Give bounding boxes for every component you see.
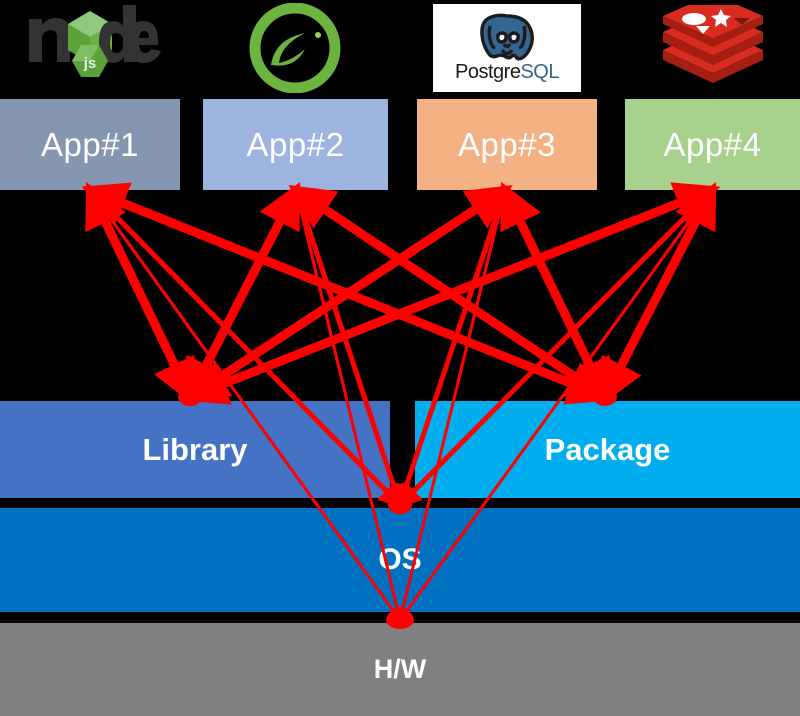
dependency-arrow-reverse (85, 181, 140, 286)
dependency-arrow-reverse (570, 187, 714, 385)
dependency-arrow-reverse (659, 182, 717, 286)
dependency-arrow-reverse (291, 187, 345, 384)
redis-logo-art (662, 4, 763, 83)
dependency-arrow-reverse (81, 182, 324, 288)
nodejs-logo: js (0, 0, 180, 95)
dependency-arrow (85, 188, 195, 406)
postgresql-wordmark-dark: Postgre (455, 61, 521, 83)
dependency-arrow (181, 185, 714, 405)
dependency-arrow (182, 186, 508, 402)
postgresql-logo-card: PostgreSQL (433, 3, 581, 92)
app-box-label: App#1 (41, 125, 139, 163)
app-box-app1[interactable]: App#1 (0, 99, 180, 190)
layer-bar-label: Library (142, 431, 248, 467)
app-box-label: App#3 (458, 125, 556, 163)
dependency-arrow (293, 186, 613, 403)
redis-logo (625, 0, 800, 95)
dependency-arrow-reverse (360, 185, 513, 287)
svg-text:js: js (83, 55, 97, 72)
technology-logo-row: js (0, 0, 800, 95)
postgresql-logo: PostgreSQL (417, 0, 597, 95)
spring-logo (203, 0, 388, 95)
layer-bar-package[interactable]: Package (415, 401, 800, 498)
spring-logo-art (249, 2, 341, 93)
dependency-arrow-reverse (288, 184, 438, 287)
app-box-app2[interactable]: App#2 (203, 99, 388, 190)
layer-bar-library[interactable]: Library (0, 401, 390, 498)
dependency-arrow-reverse (86, 186, 232, 334)
dependency-arrow-reverse (500, 181, 555, 286)
dependency-arrow (600, 187, 716, 405)
dependency-arrow (500, 188, 610, 406)
app-box-label: App#4 (663, 125, 762, 163)
app-box-app3[interactable]: App#3 (417, 99, 597, 190)
app-box-app4[interactable]: App#4 (625, 99, 800, 190)
dependency-arrow-reverse (569, 186, 716, 334)
nodejs-logo-art: js (29, 4, 161, 77)
dependency-arrow-reverse (456, 187, 510, 384)
dependency-arrow-reverse (88, 187, 231, 385)
postgresql-wordmark-blue: SQL (520, 61, 559, 83)
postgresql-elephant-icon (480, 13, 534, 61)
dependency-arrow-reverse (244, 181, 301, 286)
postgresql-wordmark: PostgreSQL (455, 62, 559, 82)
dependency-arrow (88, 185, 614, 405)
app-box-label: App#2 (246, 125, 345, 163)
layer-bar-label: H/W (373, 654, 427, 684)
layer-bar-label: OS (378, 543, 422, 576)
layer-bar-hardware[interactable]: H/W (0, 623, 800, 716)
dependency-arrow (185, 187, 301, 406)
dependency-arrow-reverse (290, 185, 346, 333)
layer-bar-os[interactable]: OS (0, 508, 800, 612)
dependency-arrow-reverse (455, 185, 511, 333)
layer-bar-label: Package (544, 431, 671, 467)
dependency-arrow-reverse (475, 182, 721, 288)
